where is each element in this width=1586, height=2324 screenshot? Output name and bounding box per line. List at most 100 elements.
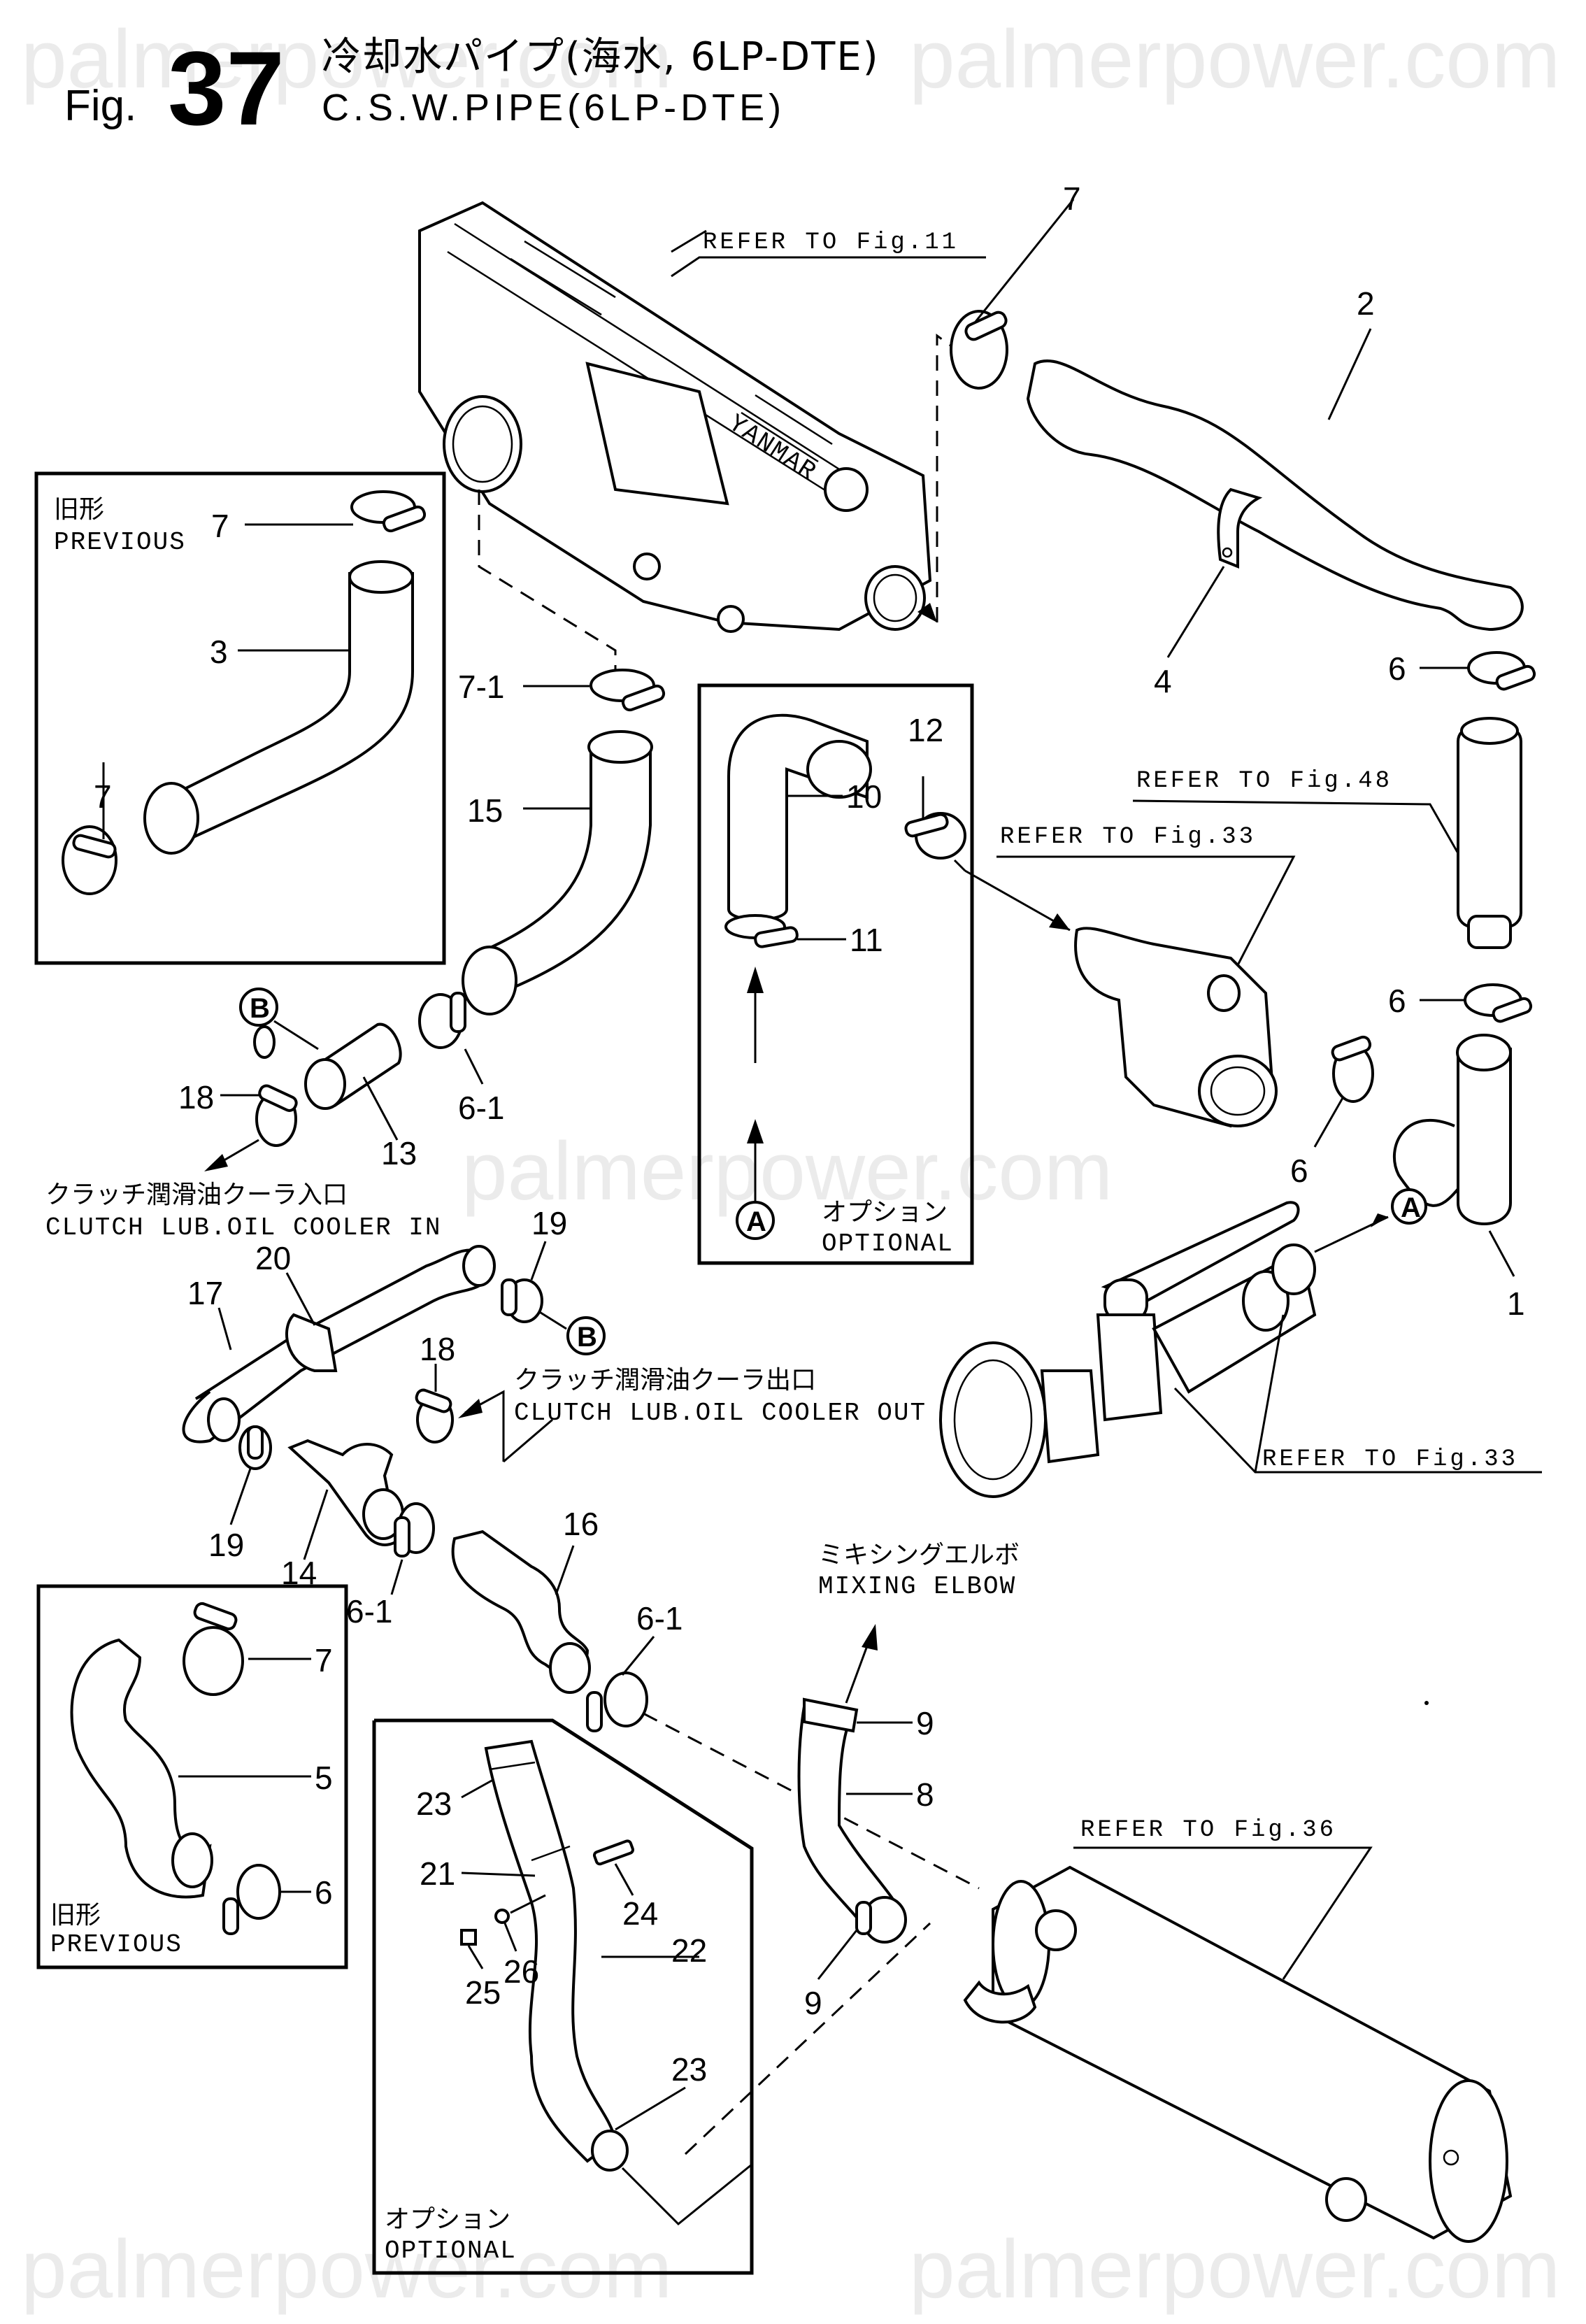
callout-a-middle-letter: A bbox=[746, 1206, 766, 1237]
label-6-middle: 6 bbox=[1388, 983, 1406, 1019]
callout-a-right-letter: A bbox=[1401, 1192, 1421, 1223]
optional-box-bottom bbox=[372, 1718, 754, 2275]
previous-box-bottom bbox=[36, 1584, 348, 1969]
label-26: 26 bbox=[503, 1953, 539, 1990]
arrow-head bbox=[917, 603, 937, 622]
label-19-upper: 19 bbox=[531, 1205, 567, 1241]
label-22: 22 bbox=[671, 1932, 707, 1969]
label-21: 21 bbox=[420, 1855, 455, 1892]
label-12: 12 bbox=[908, 712, 943, 748]
watermark-center: palmerpower.com bbox=[462, 1125, 1113, 1218]
watermark-bottom-left: palmerpower.com bbox=[21, 2223, 672, 2316]
hose-2 bbox=[1026, 359, 1524, 632]
heat-exchanger-fig48 bbox=[1457, 717, 1522, 949]
watermark-top-right: palmerpower.com bbox=[909, 13, 1560, 106]
mixing-elbow-jp: ミキシングエルボ bbox=[818, 1541, 1020, 1569]
clamp-7-1 bbox=[590, 669, 666, 712]
clamp-6-upper bbox=[1467, 651, 1536, 691]
callout-b-left: B bbox=[239, 988, 278, 1027]
hose-5 bbox=[70, 1638, 212, 1899]
label-17: 17 bbox=[187, 1275, 223, 1311]
clamp-18-lower bbox=[415, 1388, 454, 1443]
thermostat-housing-fig33 bbox=[1074, 927, 1278, 1128]
refer-fig11-label: REFER TO Fig.11 bbox=[703, 229, 959, 256]
label-4: 4 bbox=[1154, 663, 1172, 699]
title-japanese: 冷却水パイプ(海水, 6LP-DTE) bbox=[322, 34, 880, 80]
callout-b-right-letter: B bbox=[577, 1322, 597, 1353]
optional-bottom-en: OPTIONAL bbox=[385, 2237, 517, 2265]
mixing-elbow-en: MIXING ELBOW bbox=[818, 1572, 1016, 1601]
optional-box-middle bbox=[697, 683, 974, 1265]
nut-25 bbox=[460, 1929, 477, 1946]
clamp-11 bbox=[724, 914, 799, 948]
label-19-lower: 19 bbox=[208, 1527, 244, 1563]
hose-1 bbox=[1392, 1048, 1512, 1225]
assembly-line-optional-to-muffler bbox=[684, 1922, 931, 2155]
clamp-19-upper bbox=[501, 1278, 543, 1323]
label-6-housing: 6 bbox=[1290, 1153, 1308, 1189]
pipe-22 bbox=[484, 1739, 617, 2163]
label-7-top: 7 bbox=[1063, 180, 1081, 217]
watermark-bottom-right: palmerpower.com bbox=[909, 2223, 1560, 2316]
label-18-upper: 18 bbox=[178, 1079, 214, 1115]
clamp-7-top bbox=[950, 310, 1008, 390]
reference-fig11: REFER TO Fig.11 bbox=[671, 229, 986, 278]
fig-number: 37 bbox=[168, 29, 285, 147]
label-7-previous-bottom: 7 bbox=[315, 1642, 333, 1678]
label-23-upper: 23 bbox=[416, 1785, 452, 1822]
optional-middle-en: OPTIONAL bbox=[822, 1229, 954, 1258]
label-9-upper: 9 bbox=[916, 1705, 934, 1741]
label-15: 15 bbox=[467, 792, 503, 829]
washer-26 bbox=[494, 1909, 510, 1924]
hose-3 bbox=[166, 572, 414, 841]
previous-box-top bbox=[34, 471, 446, 965]
callout-a-right: A bbox=[1391, 1188, 1427, 1225]
clamp-7-previous-bottom bbox=[183, 1602, 244, 1696]
previous-top-en: PREVIOUS bbox=[54, 528, 186, 557]
clamp-19-lower bbox=[238, 1425, 272, 1470]
optional-middle-jp: オプション bbox=[822, 1198, 948, 1227]
watermark-top-left: palmerpower.com bbox=[21, 13, 672, 106]
label-18-lower: 18 bbox=[420, 1331, 455, 1367]
pipe-17 bbox=[182, 1248, 492, 1443]
clamp-6-1-middle bbox=[394, 1502, 435, 1557]
heat-exchanger: YANMAR bbox=[418, 201, 932, 633]
label-6-previous-bottom: 6 bbox=[315, 1874, 333, 1911]
callout-b-right: B bbox=[566, 1316, 606, 1355]
refer-fig33-lower-label: REFER TO Fig.33 bbox=[1262, 1446, 1518, 1473]
optional-bottom-jp: オプション bbox=[385, 2205, 510, 2234]
label-6-upper: 6 bbox=[1388, 650, 1406, 687]
cooler-in-jp: クラッチ潤滑油クーラ入口 bbox=[45, 1181, 348, 1209]
label-6-1-upper: 6-1 bbox=[458, 1090, 504, 1126]
label-6-1-middle: 6-1 bbox=[346, 1593, 392, 1630]
clamp-6-1-lower bbox=[586, 1671, 648, 1732]
clamp-7-previous-b bbox=[62, 825, 117, 895]
label-5: 5 bbox=[315, 1760, 333, 1796]
callout-b-left-letter: B bbox=[250, 993, 270, 1024]
bracket-4 bbox=[1217, 487, 1263, 569]
assembly-line-cooler-to-clamp-7 bbox=[936, 334, 976, 622]
label-10: 10 bbox=[846, 778, 882, 815]
label-11: 11 bbox=[850, 922, 883, 958]
clamp-20 bbox=[285, 1313, 338, 1372]
label-8: 8 bbox=[916, 1776, 934, 1813]
clamp-6-housing bbox=[1331, 1035, 1374, 1103]
callout-a-middle: A bbox=[736, 1201, 775, 1240]
fig-prefix: Fig. bbox=[64, 82, 136, 130]
seacock-valve bbox=[939, 1201, 1317, 1498]
label-13: 13 bbox=[381, 1135, 417, 1171]
cooler-out-jp: クラッチ潤滑油クーラ出口 bbox=[514, 1366, 816, 1395]
label-9-lower: 9 bbox=[804, 1985, 822, 2021]
clamp-7-previous-top bbox=[350, 490, 427, 533]
figure-title: Fig. 37 冷却水パイプ(海水, 6LP-DTE) C.S.W.PIPE(6… bbox=[64, 29, 880, 147]
refer-fig48-leader bbox=[1132, 799, 1459, 854]
label-3: 3 bbox=[210, 634, 228, 670]
clamp-18-upper bbox=[255, 1084, 298, 1147]
label-7-1: 7-1 bbox=[458, 669, 504, 705]
refer-fig33-upper-label: REFER TO Fig.33 bbox=[1000, 824, 1256, 850]
clamp-9-lower bbox=[855, 1896, 907, 1944]
stray-dot bbox=[1424, 1701, 1429, 1705]
label-20: 20 bbox=[255, 1240, 291, 1276]
refer-fig48-label: REFER TO Fig.48 bbox=[1136, 768, 1392, 794]
clamp-6-middle bbox=[1464, 983, 1533, 1023]
